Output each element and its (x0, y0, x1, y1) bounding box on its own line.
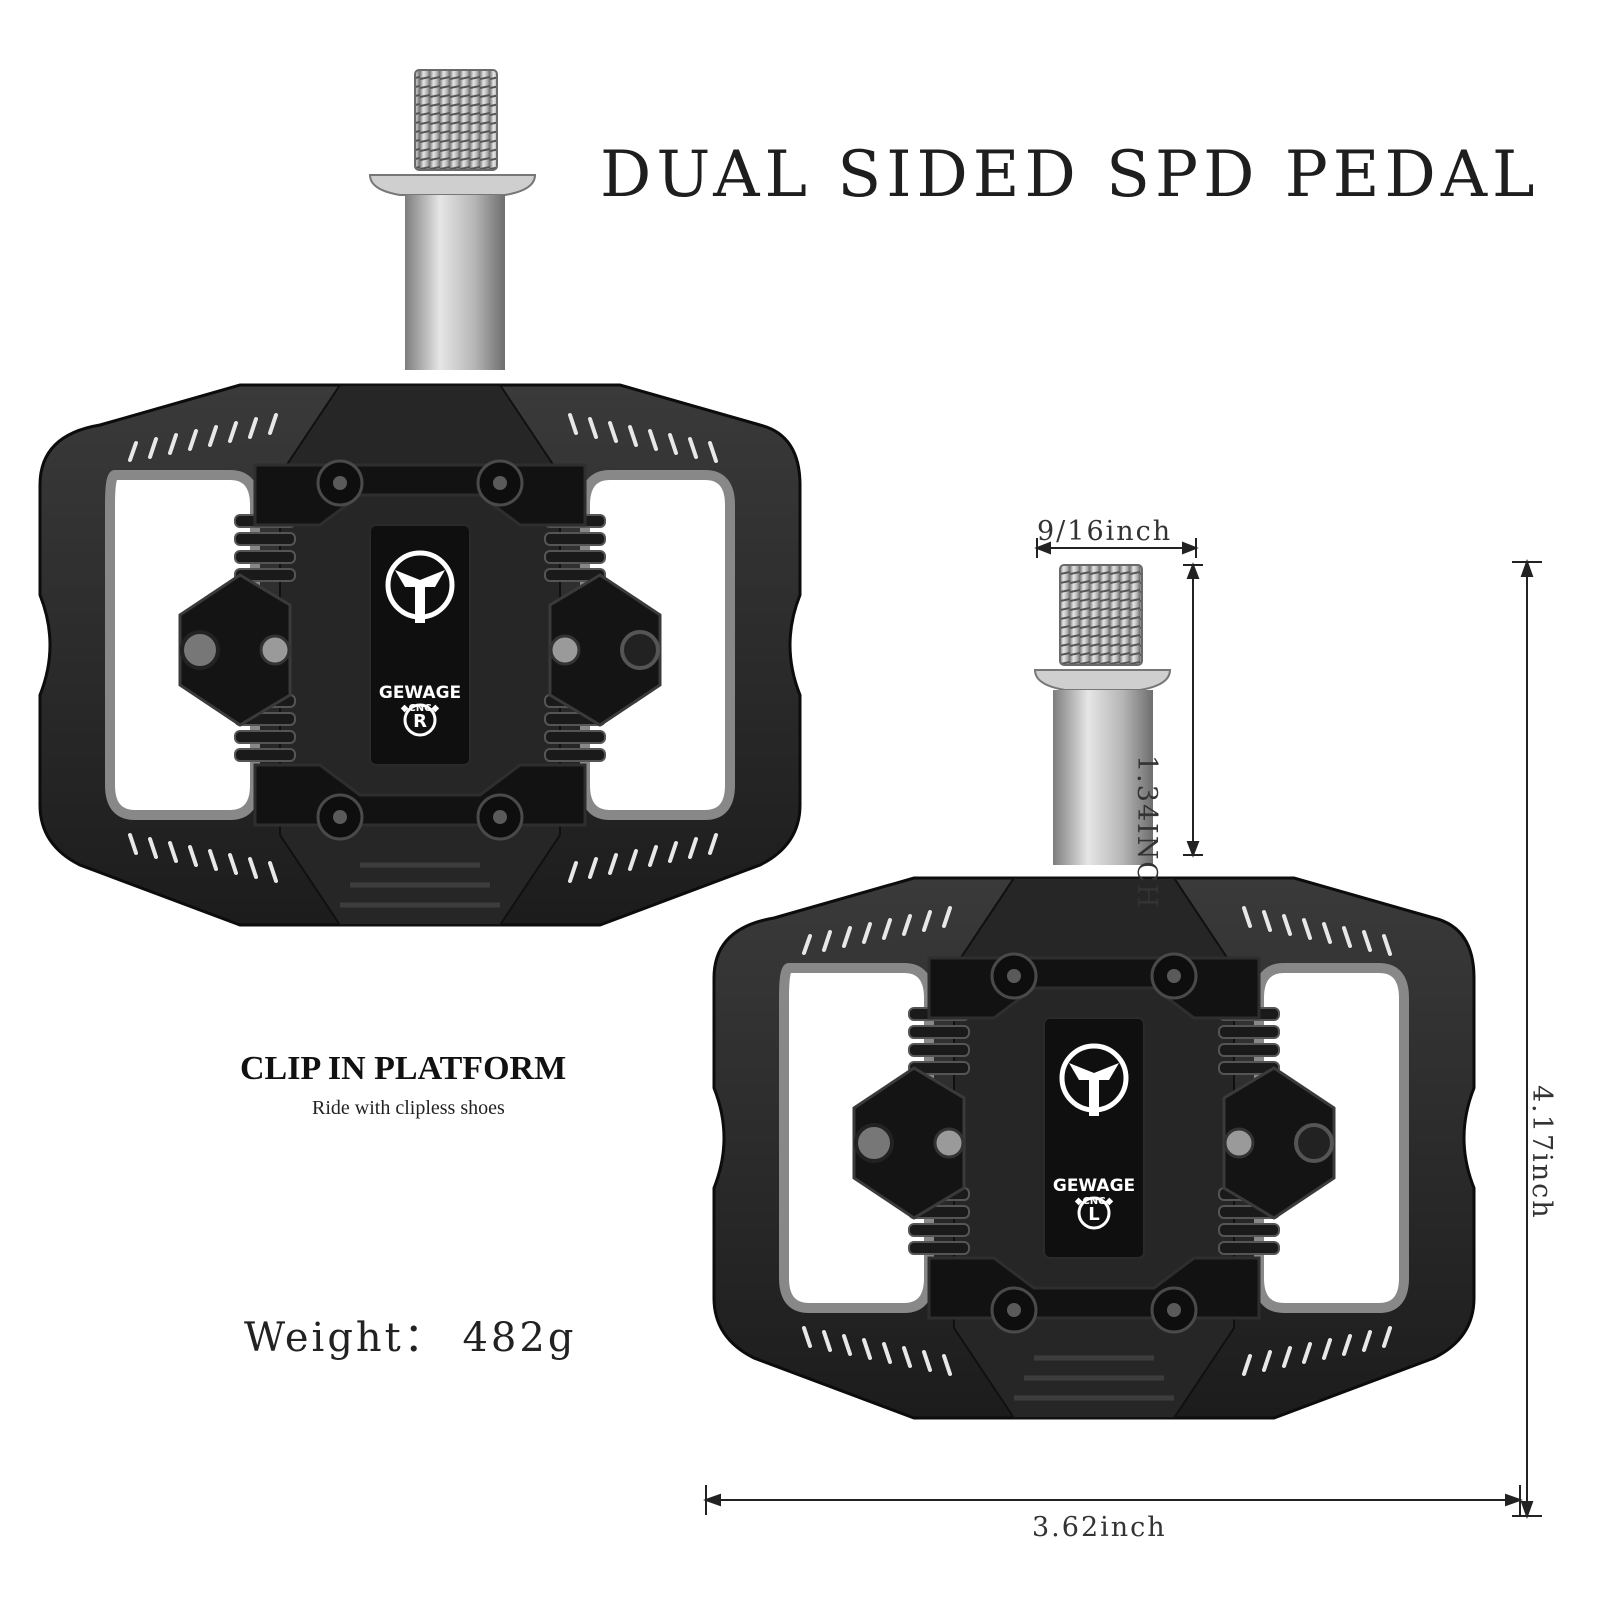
headline: DUAL SIDED SPD PEDAL (600, 138, 1540, 212)
pedal-right-image: GEWAGE ◆CNC◆ R (40, 69, 800, 925)
pedal-right-side-mark: R (413, 711, 427, 732)
clip-in-platform-subtitle: Ride with clipless shoes (312, 1097, 505, 1119)
pedal-left-cnc: ◆CNC◆ (1075, 1196, 1114, 1207)
pedal-left-side-mark: L (1088, 1204, 1099, 1225)
weight-label: Weight： 482g (244, 1315, 577, 1361)
thread-width-label: 9/16inch (1037, 516, 1173, 547)
pedal-right-brand: GEWAGE (379, 683, 461, 703)
pedal-left-image: GEWAGE ◆CNC◆ L (714, 564, 1474, 1418)
dimension-lines (703, 538, 1542, 1519)
pedal-height-label: 4.17inch (1526, 1085, 1557, 1220)
pedal-left-brand: GEWAGE (1053, 1176, 1135, 1196)
spindle-length-label: 1.34INCH (1131, 755, 1162, 910)
pedal-width-label: 3.62inch (1032, 1512, 1167, 1543)
pedal-right-cnc: ◆CNC◆ (401, 703, 440, 714)
clip-in-platform-title: CLIP IN PLATFORM (240, 1050, 567, 1087)
